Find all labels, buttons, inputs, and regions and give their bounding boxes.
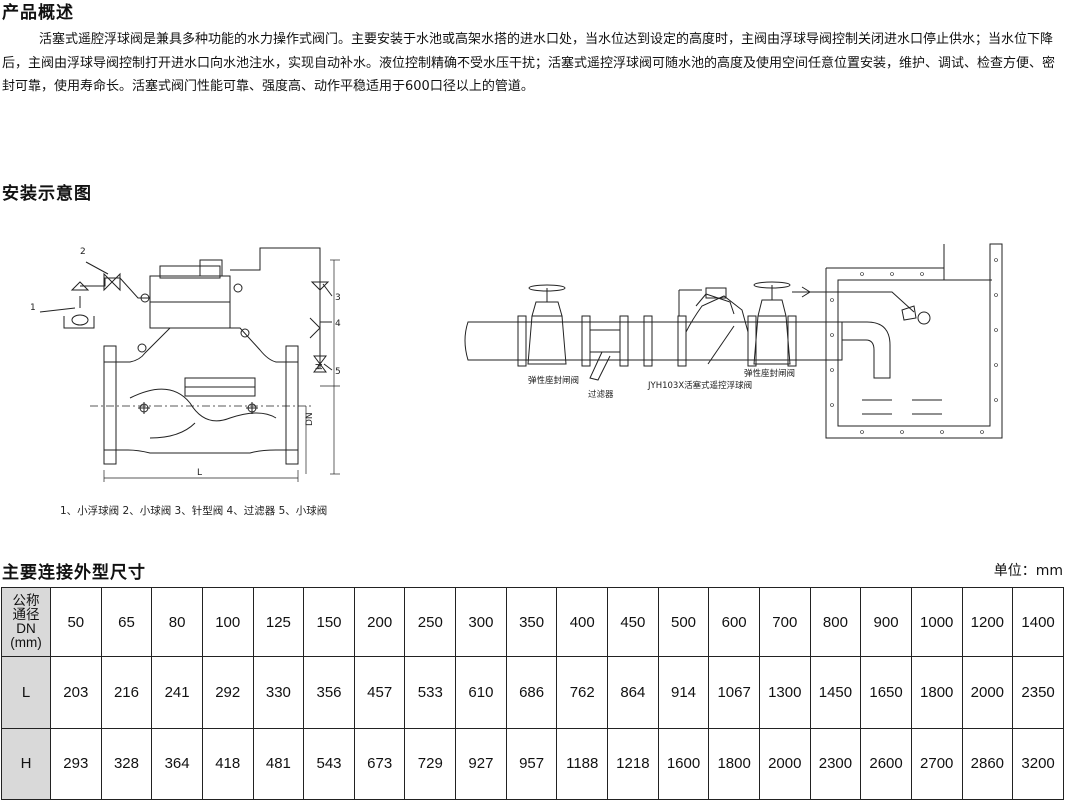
tank-wall [825,243,1003,439]
label-strainer: 过滤器 [588,389,614,400]
control-pipe [80,277,150,299]
install-heading: 安装示意图 [2,184,92,204]
table-cell: 300 [455,586,507,658]
table-cell: 1218 [607,727,659,801]
table-cell: 2860 [961,727,1014,801]
table-cell: 864 [607,656,659,729]
table-cell: 350 [505,586,558,658]
main-control-valve [678,287,749,365]
dimensions-heading: 主要连接外型尺寸 [2,563,146,583]
table-cell: 2600 [860,727,912,801]
valve-body [115,327,287,454]
table-cell: 957 [505,727,558,801]
overview-heading: 产品概述 [2,3,74,23]
table-cell: 927 [455,727,507,801]
table-cell: 673 [353,727,406,801]
table-cell: 600 [708,586,760,658]
table-cell: 241 [151,656,203,729]
table-cell: 80 [151,586,203,658]
table-cell: 2000 [961,656,1014,729]
table-cell: 1000 [910,586,963,658]
table-cell: 292 [201,656,254,729]
table-cell: 686 [505,656,558,729]
table-cell: 250 [404,586,457,658]
table-cell: 729 [404,727,457,801]
table-cell: 50 [50,586,102,658]
table-cell: 200 [353,586,406,658]
callout-1: 1 [30,303,36,313]
table-cell: 762 [556,656,609,729]
inlet-pipe [464,321,843,361]
table-cell: 543 [303,727,355,801]
table-cell: 900 [860,586,912,658]
table-cell: 2000 [758,727,811,801]
table-cell: 328 [100,727,153,801]
left-gate-valve [527,284,567,365]
table-cell: 216 [100,656,153,729]
label-gate-valve-right: 弹性座封闸阀 [744,368,795,379]
callout-5: 5 [335,367,341,377]
table-cell: 1600 [657,727,710,801]
left-flange [103,345,117,465]
table-cell: 2700 [910,727,963,801]
table-cell: 533 [404,656,457,729]
table-cell: 150 [303,586,355,658]
table-cell: 203 [50,656,102,729]
unit-label: 单位：mm [993,563,1063,579]
installation-layout-diagram: 弹性座封闸阀 过滤器 JYH103X活塞式遥控浮球阀 弹性座封闸阀 [464,243,1003,439]
table-cell: 1800 [910,656,963,729]
table-cell: 364 [151,727,203,801]
valve-section-diagram: 1 2 3 4 5 H DN L [30,247,341,482]
label-gate-valve-left: 弹性座封闸阀 [528,375,579,386]
table-cell: 457 [353,656,406,729]
table-cell: 1450 [809,656,862,729]
table-cell: 1400 [1012,586,1064,658]
table-cell: 418 [201,727,254,801]
table-cell: 1300 [758,656,811,729]
table-cell: 1188 [556,727,609,801]
table-cell: 1200 [961,586,1014,658]
table-cell: 356 [303,656,355,729]
table-cell: 1650 [860,656,912,729]
table-cell: 3200 [1012,727,1064,801]
table-cell: 2350 [1012,656,1064,729]
table-cell: 330 [252,656,305,729]
row-header-cell: L [1,656,51,729]
valve-diagram-legend: 1、小浮球阀 2、小球阀 3、针型阀 4、过滤器 5、小球阀 [60,505,328,517]
table-cell: 65 [100,586,153,658]
right-flange [285,345,299,465]
table-cell: 1067 [708,656,760,729]
callout-3: 3 [335,293,341,303]
table-cell: 450 [607,586,659,658]
table-cell: 2300 [809,727,862,801]
dim-l-label: L [197,468,202,478]
table-cell: 100 [201,586,254,658]
table-cell: 610 [455,656,507,729]
table-cell: 500 [657,586,710,658]
right-gate-valve [753,281,791,365]
table-cell: 293 [50,727,102,801]
table-cell: 1800 [708,727,760,801]
callout-4: 4 [335,319,341,329]
overview-paragraph: 活塞式遥腔浮球阀是兼具多种功能的水力操作式阀门。主要安装于水池或高架水搭的进水口… [2,28,1062,99]
table-cell: 700 [758,586,811,658]
dim-dn-label: DN [305,412,315,426]
table-cell: 125 [252,586,305,658]
table-cell: 400 [556,586,609,658]
table-cell: 800 [809,586,862,658]
callout-2: 2 [80,247,86,257]
table-cell: 481 [252,727,305,801]
overview-text: 活塞式遥腔浮球阀是兼具多种功能的水力操作式阀门。主要安装于水池或高架水搭的进水口… [2,32,1056,94]
strainer [589,329,621,381]
label-main-valve: JYH103X活塞式遥控浮球阀 [647,380,752,391]
dim-h-label: H [315,363,325,370]
row-header-cell: H [1,727,51,801]
table-cell: 914 [657,656,710,729]
